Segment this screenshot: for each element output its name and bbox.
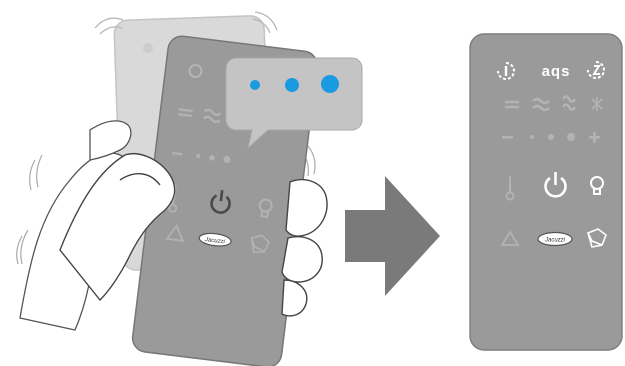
panel-row-2 bbox=[505, 95, 603, 112]
left-scene: Jacuzzi bbox=[16, 11, 363, 366]
cube-icon[interactable] bbox=[587, 228, 607, 248]
jacuzzi-logo-text: Jacuzzi bbox=[204, 237, 226, 246]
lightbulb-icon[interactable] bbox=[590, 176, 604, 195]
power-icon[interactable] bbox=[544, 172, 567, 198]
power-icon bbox=[210, 190, 231, 214]
airflow-icon[interactable] bbox=[532, 97, 550, 112]
panel-row-1: aqs bbox=[497, 61, 605, 80]
plus-icon[interactable] bbox=[589, 131, 600, 143]
signal-dot-large bbox=[321, 75, 339, 93]
left-row3-icons bbox=[172, 151, 231, 164]
user2-icon[interactable] bbox=[587, 61, 605, 79]
left-row2-icons bbox=[177, 108, 222, 124]
user1-icon[interactable] bbox=[497, 62, 515, 80]
control-panel: aqs bbox=[469, 33, 623, 351]
minus-icon[interactable] bbox=[502, 136, 513, 139]
left-row5-icons: Jacuzzi bbox=[165, 224, 271, 254]
transition-arrow bbox=[345, 176, 440, 296]
signal-dot-small bbox=[250, 80, 260, 90]
level-dot-1 bbox=[530, 135, 534, 139]
hand-front bbox=[59, 153, 328, 317]
level-dot-2 bbox=[548, 134, 554, 140]
jets-icon[interactable] bbox=[505, 100, 519, 109]
thermometer-icon[interactable] bbox=[505, 176, 515, 201]
pump-icon[interactable] bbox=[561, 95, 577, 111]
warning-icon bbox=[165, 224, 185, 242]
cube-icon bbox=[250, 234, 271, 254]
jacuzzi-logo: Jacuzzi bbox=[537, 231, 573, 247]
jacuzzi-logo-text: Jacuzzi bbox=[544, 238, 566, 244]
jacuzzi-logo: Jacuzzi bbox=[198, 232, 232, 247]
panel-row-4 bbox=[505, 172, 604, 201]
aqs-label[interactable]: aqs bbox=[542, 63, 571, 80]
signal-dot-medium bbox=[285, 78, 299, 92]
level-dot-3 bbox=[567, 133, 575, 141]
blower-icon[interactable] bbox=[591, 97, 603, 111]
panel-row-5: Jacuzzi bbox=[500, 228, 607, 248]
panel-row-3 bbox=[502, 131, 600, 143]
signal-bubble bbox=[225, 57, 363, 150]
lightbulb-icon bbox=[258, 198, 273, 219]
warning-icon bbox=[500, 230, 520, 246]
